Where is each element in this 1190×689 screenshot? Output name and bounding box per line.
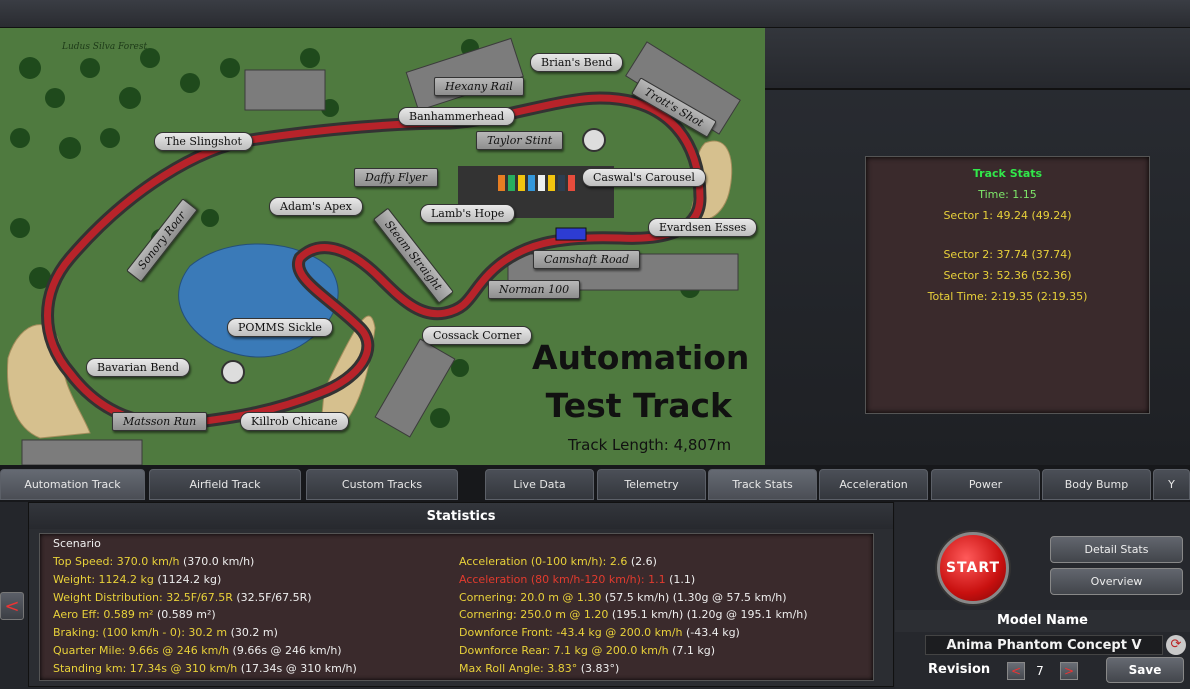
track-stats-time: Time: 1.15 <box>978 188 1037 201</box>
tab-overflow[interactable]: Y <box>1153 469 1190 500</box>
bottom-area: < Statistics Scenario Top Speed: 370.0 k… <box>0 502 1190 689</box>
refresh-icon[interactable]: ⟳ <box>1166 635 1186 655</box>
corner-banhammerhead: Banhammerhead <box>398 107 516 126</box>
save-button[interactable]: Save <box>1106 657 1184 683</box>
corner-taylor-stint: Taylor Stint <box>476 131 564 150</box>
corner-the-slingshot: The Slingshot <box>154 132 253 151</box>
tab-custom-tracks[interactable]: Custom Tracks <box>306 469 458 500</box>
stat-row: Downforce Front: -43.4 kg @ 200.0 km/h (… <box>459 626 740 640</box>
timing-clock-icon <box>221 360 245 384</box>
tab-automation-track[interactable]: Automation Track <box>0 469 145 500</box>
lake <box>178 243 339 358</box>
corner-hexany-rail: Hexany Rail <box>434 77 524 96</box>
corner-norman-100: Norman 100 <box>488 280 581 299</box>
stat-row: Braking: (100 km/h - 0): 30.2 m (30.2 m) <box>53 626 278 640</box>
statistics-title: Statistics <box>29 503 893 529</box>
corner-cossack-corner: Cossack Corner <box>422 326 533 345</box>
prev-panel-button[interactable]: < <box>0 592 24 620</box>
stat-row: Quarter Mile: 9.66s @ 246 km/h (9.66s @ … <box>53 643 342 657</box>
track-title-line1: Automation <box>532 338 750 377</box>
stat-row: Aero Eff: 0.589 m² (0.589 m²) <box>53 608 216 622</box>
tab-power[interactable]: Power <box>931 469 1040 500</box>
tab-body-bump[interactable]: Body Bump <box>1042 469 1151 500</box>
overview-button[interactable]: Overview <box>1050 568 1183 595</box>
statistics-panel: Statistics Scenario Top Speed: 370.0 km/… <box>28 502 894 687</box>
statistics-content: Scenario Top Speed: 370.0 km/h (370.0 km… <box>39 533 874 681</box>
corner-caswals-carousel: Caswal's Carousel <box>582 168 706 187</box>
tab-live-data[interactable]: Live Data <box>485 469 594 500</box>
tab-telemetry[interactable]: Telemetry <box>597 469 706 500</box>
track-stats-panel: Track Stats Time: 1.15 Sector 1: 49.24 (… <box>865 156 1150 414</box>
stat-row: Weight Distribution: 32.5F/67.5R (32.5F/… <box>53 590 312 604</box>
right-panel: Track Stats Time: 1.15 Sector 1: 49.24 (… <box>765 28 1190 465</box>
track-stats-total: Total Time: 2:19.35 (2:19.35) <box>927 290 1088 303</box>
track-title: Automation Test Track <box>532 334 750 430</box>
revision-next-button[interactable]: > <box>1060 662 1078 680</box>
corner-bavarian-bend: Bavarian Bend <box>86 358 191 377</box>
tab-track-stats[interactable]: Track Stats <box>708 469 817 500</box>
right-panel-header <box>765 28 1190 90</box>
stat-row: Downforce Rear: 7.1 kg @ 200.0 km/h (7.1… <box>459 643 716 657</box>
start-button[interactable]: START <box>937 532 1009 604</box>
statistics-left-column: Top Speed: 370.0 km/h (370.0 km/h) Weigh… <box>53 553 357 678</box>
stat-row: Acceleration (80 km/h-120 km/h): 1.1 (1.… <box>459 572 696 586</box>
tab-acceleration[interactable]: Acceleration <box>819 469 928 500</box>
timing-clock-icon <box>582 128 606 152</box>
forest-trees <box>10 39 700 428</box>
revision-value: 7 <box>1036 664 1044 678</box>
racing-line <box>44 94 704 428</box>
track-stats-sector2: Sector 2: 37.74 (37.74) <box>943 248 1072 261</box>
track-stats-sector1: Sector 1: 49.24 (49.24) <box>943 209 1072 222</box>
statistics-right-column: Acceleration (0-100 km/h): 2.6 (2.6) Acc… <box>459 553 808 678</box>
corner-camshaft-road: Camshaft Road <box>533 250 641 269</box>
building <box>374 338 456 438</box>
top-bar <box>0 0 1190 28</box>
corner-pomms-sickle: POMMS Sickle <box>227 318 333 337</box>
building <box>244 69 326 111</box>
track-stats-title: Track Stats <box>972 167 1043 180</box>
spacer <box>866 226 1149 244</box>
scenario-label: Scenario <box>53 537 101 550</box>
revision-label: Revision <box>928 662 991 677</box>
stat-row: Acceleration (0-100 km/h): 2.6 (2.6) <box>459 555 657 568</box>
stat-row: Max Roll Angle: 3.83° (3.83°) <box>459 661 620 675</box>
corner-adams-apex: Adam's Apex <box>269 197 363 216</box>
stat-row: Top Speed: 370.0 km/h (370.0 km/h) <box>53 555 255 568</box>
corner-evardsen-esses: Evardsen Esses <box>648 218 758 237</box>
corner-matsson-run: Matsson Run <box>112 412 208 431</box>
tab-bar: Automation Track Airfield Track Custom T… <box>0 465 1190 502</box>
corner-brians-bend: Brian's Bend <box>530 53 624 72</box>
track-length: Track Length: 4,807m <box>568 436 732 454</box>
track-map: Ludus Silva Forest Brian's Bend Hexany R… <box>0 28 765 465</box>
stat-row: Cornering: 250.0 m @ 1.20 (195.1 km/h) (… <box>459 608 808 622</box>
model-name-field[interactable]: Anima Phantom Concept V <box>925 635 1163 655</box>
stat-row: Standing km: 17.34s @ 310 km/h (17.34s @… <box>53 661 357 675</box>
revision-prev-button[interactable]: < <box>1007 662 1025 680</box>
corner-lambs-hope: Lamb's Hope <box>420 204 516 223</box>
model-name-label: Model Name <box>895 610 1190 632</box>
stat-row: Cornering: 20.0 m @ 1.30 (57.5 km/h) (1.… <box>459 590 787 604</box>
control-panel: START Detail Stats Overview Model Name A… <box>895 502 1190 689</box>
building <box>21 439 143 465</box>
corner-killrob-chicane: Killrob Chicane <box>240 412 349 431</box>
stat-row: Weight: 1124.2 kg (1124.2 kg) <box>53 572 222 586</box>
track-title-line2: Test Track <box>545 386 732 425</box>
forest-label: Ludus Silva Forest <box>62 42 148 52</box>
tab-airfield-track[interactable]: Airfield Track <box>149 469 301 500</box>
car-marker <box>555 227 587 241</box>
track-stats-sector3: Sector 3: 52.36 (52.36) <box>943 269 1072 282</box>
detail-stats-button[interactable]: Detail Stats <box>1050 536 1183 563</box>
corner-daffy-flyer: Daffy Flyer <box>354 168 439 187</box>
